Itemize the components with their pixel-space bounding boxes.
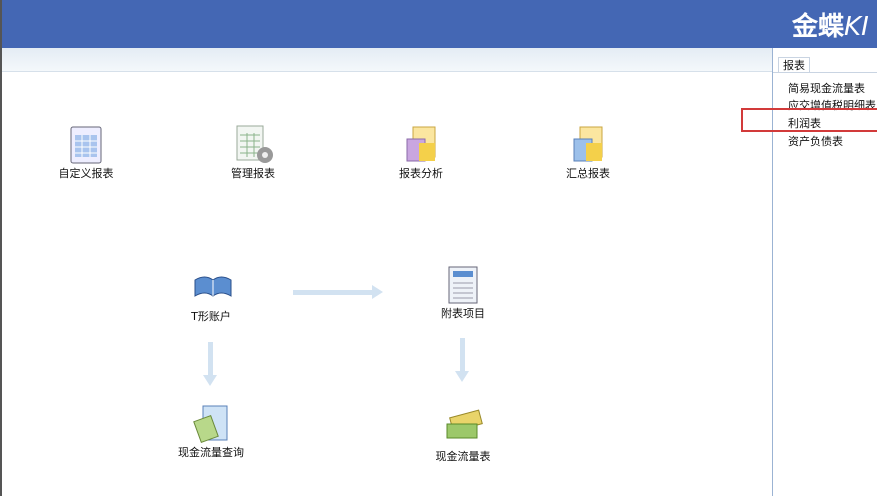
custom-report-label: 自定义报表: [58, 167, 114, 180]
arrow-down-right: [460, 338, 465, 372]
manage-report-button[interactable]: 管理报表: [203, 125, 303, 180]
manage-report-gear-icon: [235, 125, 273, 165]
cash-flow-query-button[interactable]: 现金流量查询: [161, 404, 261, 459]
cash-flow-statement-button[interactable]: 现金流量表: [413, 408, 513, 463]
summary-report-button[interactable]: 汇总报表: [538, 125, 638, 180]
report-analysis-icon: [403, 125, 439, 165]
arrow-down-left: [208, 342, 213, 376]
toolbar: [2, 48, 772, 72]
open-book-icon: [193, 268, 232, 308]
brand-suffix: KI: [844, 12, 869, 42]
custom-report-button[interactable]: 自定义报表: [36, 125, 136, 180]
window-border: [0, 0, 2, 496]
brand-name: 金蝶: [792, 12, 845, 42]
attached-items-icon: [445, 265, 481, 305]
sidebar-item-simple-cash-flow[interactable]: 简易现金流量表: [788, 82, 865, 95]
brand-logo: 金蝶KI: [792, 6, 869, 43]
manage-report-label: 管理报表: [231, 167, 275, 180]
sidebar-item-income-statement[interactable]: 利润表: [788, 117, 821, 130]
arrow-right-head: [372, 285, 383, 299]
summary-report-icon: [570, 125, 606, 165]
cash-flow-statement-label: 现金流量表: [435, 450, 491, 463]
arrow-down-left-head: [203, 375, 217, 386]
t-account-label: T形账户: [191, 310, 231, 323]
arrow-down-right-head: [455, 371, 469, 382]
sidebar-item-balance-sheet[interactable]: 资产负债表: [788, 135, 843, 148]
highlight-box: [741, 108, 877, 132]
report-analysis-button[interactable]: 报表分析: [371, 125, 471, 180]
sidebar-tab-reports[interactable]: 报表: [778, 57, 810, 73]
cash-flow-query-icon: [193, 404, 229, 444]
t-account-button[interactable]: T形账户: [161, 268, 261, 323]
app-header: 金蝶KI: [0, 0, 877, 48]
sidebar-divider: [773, 72, 877, 73]
cash-flow-statement-icon: [445, 408, 483, 448]
custom-report-icon: [68, 125, 104, 165]
attached-items-label: 附表项目: [441, 307, 485, 320]
arrow-right: [293, 290, 373, 295]
attached-items-button[interactable]: 附表项目: [413, 265, 513, 320]
summary-report-label: 汇总报表: [566, 167, 610, 180]
cash-flow-query-label: 现金流量查询: [178, 446, 244, 459]
report-sidebar: 报表 简易现金流量表 应交增值税明细表 利润表 资产负债表: [772, 48, 877, 496]
report-analysis-label: 报表分析: [399, 167, 443, 180]
